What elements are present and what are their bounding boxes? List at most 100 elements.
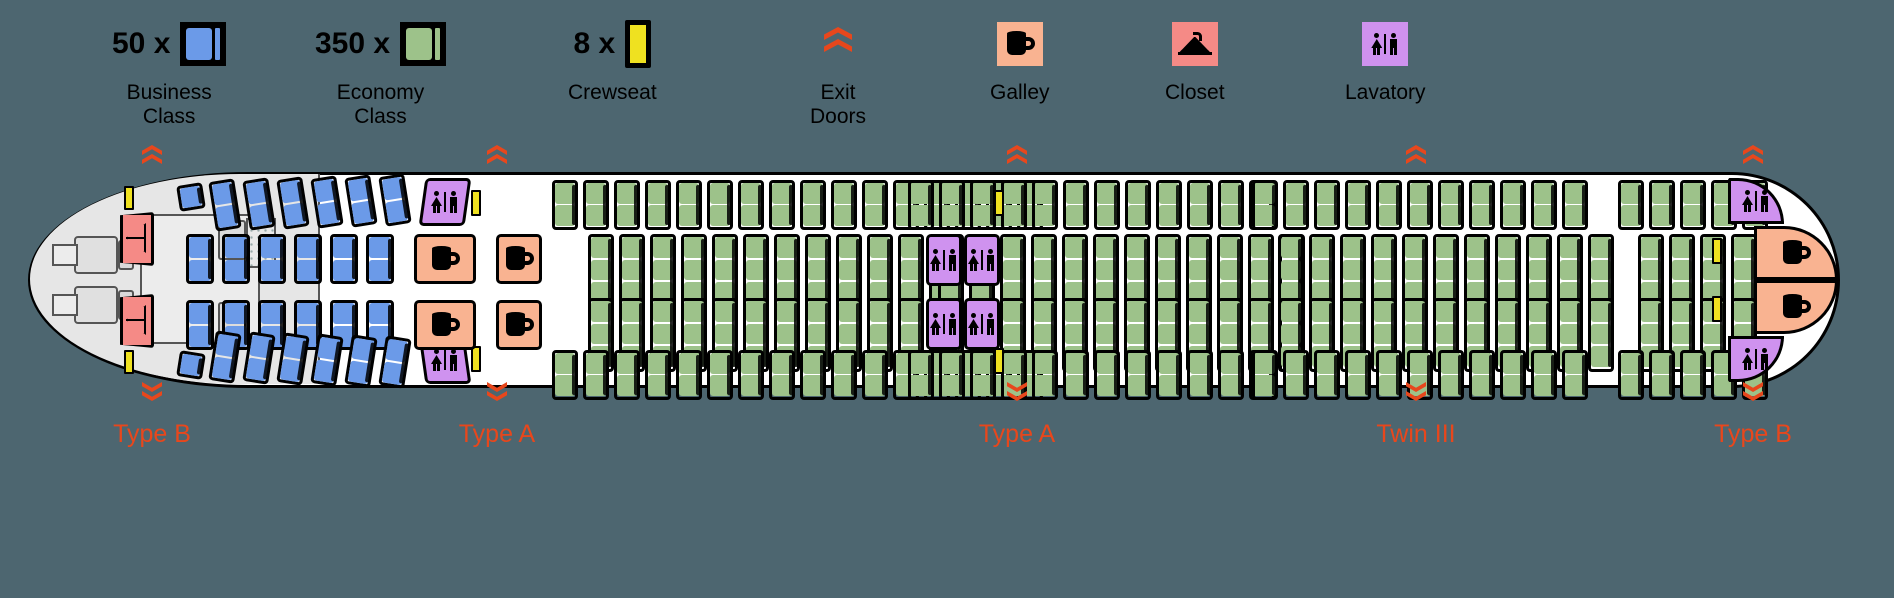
- seat-economy-window-bottom[interactable]: [970, 350, 996, 400]
- seat-economy-window-top[interactable]: [1649, 180, 1675, 230]
- seat-economy-window-bottom[interactable]: [583, 350, 609, 400]
- seat-economy-window-top[interactable]: [1314, 180, 1340, 230]
- seat-economy-center-upper[interactable]: [1031, 234, 1057, 308]
- seat-economy-window-top[interactable]: [1562, 180, 1588, 230]
- seat-economy-center-upper[interactable]: [1217, 234, 1243, 308]
- seat-economy-window-bottom[interactable]: [645, 350, 671, 400]
- seat-economy-window-top[interactable]: [1345, 180, 1371, 230]
- seat-economy-center-upper[interactable]: [1433, 234, 1459, 308]
- seat-economy-window-top[interactable]: [1500, 180, 1526, 230]
- seat-economy-window-bottom[interactable]: [1032, 350, 1058, 400]
- seat-business[interactable]: [366, 300, 394, 350]
- seat-economy-window-bottom[interactable]: [1531, 350, 1557, 400]
- crewseat[interactable]: [471, 346, 481, 372]
- seat-economy-center-upper[interactable]: [588, 234, 614, 308]
- galley-forward-left-upper[interactable]: [414, 234, 476, 284]
- seat-economy-center-upper[interactable]: [1495, 234, 1521, 308]
- seat-business[interactable]: [366, 234, 394, 284]
- seat-economy-center-upper[interactable]: [1371, 234, 1397, 308]
- galley-aft-upper[interactable]: [1754, 226, 1838, 280]
- seat-economy-window-bottom[interactable]: [1125, 350, 1151, 400]
- seat-economy-center-upper[interactable]: [1464, 234, 1490, 308]
- seat-economy-window-top[interactable]: [970, 180, 996, 230]
- seat-economy-window-bottom[interactable]: [1218, 350, 1244, 400]
- seat-economy-window-bottom[interactable]: [1562, 350, 1588, 400]
- seat-economy-center-lower[interactable]: [1669, 298, 1695, 372]
- seat-economy-window-bottom[interactable]: [552, 350, 578, 400]
- crewseat[interactable]: [471, 190, 481, 216]
- seat-economy-window-bottom[interactable]: [1500, 350, 1526, 400]
- exit-door-chevron-icon[interactable]: [484, 145, 510, 170]
- exit-door-chevron-icon[interactable]: [1004, 145, 1030, 170]
- seat-economy-window-bottom[interactable]: [769, 350, 795, 400]
- seat-economy-center-upper[interactable]: [650, 234, 676, 308]
- seat-business[interactable]: [186, 300, 214, 350]
- seat-economy-window-top[interactable]: [1407, 180, 1433, 230]
- seat-economy-center-lower[interactable]: [1588, 298, 1614, 372]
- seat-economy-center-upper[interactable]: [774, 234, 800, 308]
- seat-economy-center-upper[interactable]: [681, 234, 707, 308]
- seat-economy-window-top[interactable]: [1438, 180, 1464, 230]
- seat-economy-window-top[interactable]: [707, 180, 733, 230]
- crewseat[interactable]: [124, 350, 134, 374]
- galley-forward-left-lower[interactable]: [414, 300, 476, 350]
- seat-business[interactable]: [294, 234, 322, 284]
- lavatory-mid-1[interactable]: [926, 234, 962, 286]
- seat-economy-window-bottom[interactable]: [1283, 350, 1309, 400]
- seat-business[interactable]: [330, 234, 358, 284]
- crewseat[interactable]: [1712, 296, 1722, 322]
- exit-door-chevron-icon[interactable]: [484, 382, 510, 407]
- seat-economy-center-upper[interactable]: [619, 234, 645, 308]
- seat-business[interactable]: [176, 182, 206, 212]
- seat-economy-window-top[interactable]: [738, 180, 764, 230]
- seat-economy-center-upper[interactable]: [1124, 234, 1150, 308]
- seat-economy-window-bottom[interactable]: [1094, 350, 1120, 400]
- seat-economy-center-upper[interactable]: [1669, 234, 1695, 308]
- seat-business[interactable]: [176, 350, 206, 380]
- seat-economy-window-bottom[interactable]: [614, 350, 640, 400]
- seat-economy-window-bottom[interactable]: [1156, 350, 1182, 400]
- seat-economy-window-bottom[interactable]: [738, 350, 764, 400]
- seat-economy-window-top[interactable]: [1156, 180, 1182, 230]
- seat-economy-window-top[interactable]: [862, 180, 888, 230]
- seat-economy-window-bottom[interactable]: [676, 350, 702, 400]
- seat-economy-window-top[interactable]: [1187, 180, 1213, 230]
- seat-economy-window-top[interactable]: [939, 180, 965, 230]
- seat-economy-window-bottom[interactable]: [1314, 350, 1340, 400]
- seat-economy-window-bottom[interactable]: [1649, 350, 1675, 400]
- seat-economy-window-bottom[interactable]: [1438, 350, 1464, 400]
- seat-economy-window-top[interactable]: [908, 180, 934, 230]
- seat-economy-window-bottom[interactable]: [1252, 350, 1278, 400]
- seat-economy-center-upper[interactable]: [898, 234, 924, 308]
- seat-economy-center-upper[interactable]: [1278, 234, 1304, 308]
- seat-economy-window-top[interactable]: [1252, 180, 1278, 230]
- seat-economy-window-bottom[interactable]: [707, 350, 733, 400]
- seat-economy-center-upper[interactable]: [1340, 234, 1366, 308]
- exit-door-chevron-icon[interactable]: [139, 382, 165, 407]
- seat-economy-window-top[interactable]: [831, 180, 857, 230]
- seat-economy-center-upper[interactable]: [1062, 234, 1088, 308]
- seat-economy-window-bottom[interactable]: [908, 350, 934, 400]
- seat-economy-center-upper[interactable]: [1248, 234, 1274, 308]
- seat-economy-center-lower[interactable]: [1062, 298, 1088, 372]
- seat-economy-window-bottom[interactable]: [862, 350, 888, 400]
- exit-door-chevron-icon[interactable]: [1403, 145, 1429, 170]
- seat-business[interactable]: [258, 234, 286, 284]
- seat-economy-center-upper[interactable]: [1557, 234, 1583, 308]
- seat-economy-window-bottom[interactable]: [831, 350, 857, 400]
- exit-door-chevron-icon[interactable]: [1403, 382, 1429, 407]
- seat-economy-window-top[interactable]: [1618, 180, 1644, 230]
- closet-forward-lower[interactable]: [120, 294, 154, 348]
- lavatory-forward-upper[interactable]: [418, 178, 472, 226]
- seat-economy-center-upper[interactable]: [1588, 234, 1614, 308]
- exit-door-chevron-icon[interactable]: [1740, 382, 1766, 407]
- exit-door-chevron-icon[interactable]: [1740, 145, 1766, 170]
- seat-economy-center-upper[interactable]: [836, 234, 862, 308]
- seat-economy-center-upper[interactable]: [1638, 234, 1664, 308]
- seat-economy-window-top[interactable]: [1531, 180, 1557, 230]
- seat-economy-window-top[interactable]: [1218, 180, 1244, 230]
- crewseat[interactable]: [124, 186, 134, 210]
- seat-economy-window-bottom[interactable]: [1376, 350, 1402, 400]
- exit-door-chevron-icon[interactable]: [1004, 382, 1030, 407]
- seat-economy-center-upper[interactable]: [1309, 234, 1335, 308]
